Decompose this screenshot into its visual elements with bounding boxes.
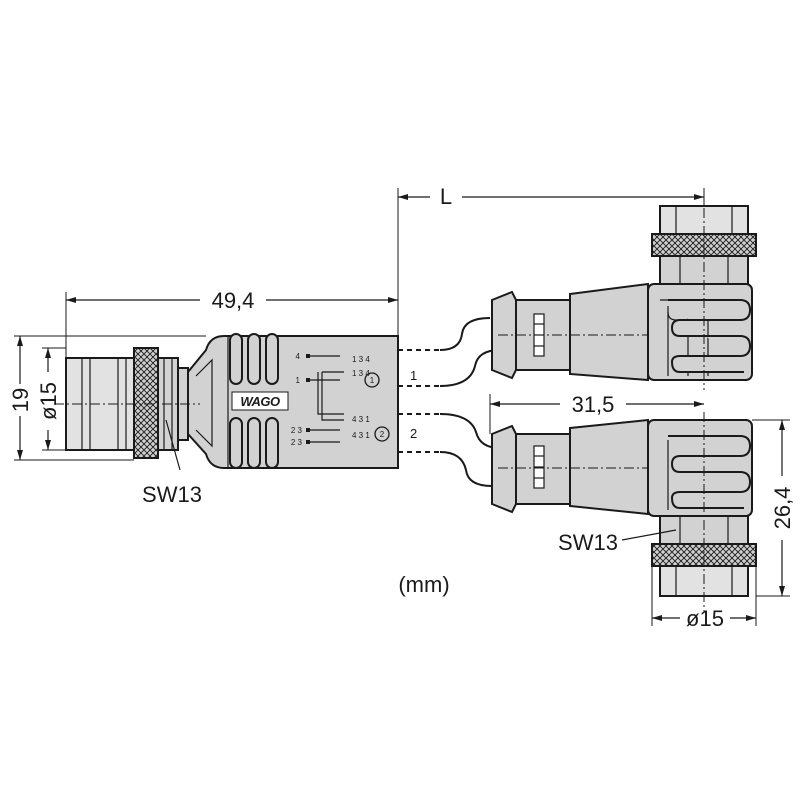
dimension-straight-wrench: SW13 xyxy=(142,419,202,507)
svg-text:1 3 4: 1 3 4 xyxy=(352,369,370,378)
strain-relief-2 xyxy=(491,424,517,514)
svg-text:1 3 4: 1 3 4 xyxy=(352,355,370,364)
dimension-19-label: 19 xyxy=(8,388,33,412)
dimension-31-label: 31,5 xyxy=(572,392,615,417)
port-2-label: 2 xyxy=(410,426,417,441)
angled-shell-1 xyxy=(569,282,649,382)
center-lines xyxy=(54,190,705,612)
svg-text:2: 2 xyxy=(380,430,385,439)
logo-plate xyxy=(231,391,289,411)
knurled-nut xyxy=(133,347,159,459)
angled-female-connector-1 xyxy=(491,205,757,382)
wrench-size-label-angled: SW13 xyxy=(558,530,618,555)
svg-text:1: 1 xyxy=(370,376,375,385)
dimension-length-L: L xyxy=(397,184,705,336)
dimension-angled-wrench: SW13 xyxy=(558,529,677,555)
dimension-straight-height: 19 xyxy=(8,335,206,461)
wago-logo: WAGO xyxy=(240,394,280,409)
dimension-d15-label: ø15 xyxy=(36,382,61,420)
dimension-angled-d15-label: ø15 xyxy=(686,606,724,631)
dimension-49-label: 49,4 xyxy=(212,288,255,313)
svg-text:4: 4 xyxy=(296,352,301,361)
angled-female-connector-2 xyxy=(491,418,757,597)
dimension-straight-diameter: ø15 xyxy=(36,347,66,451)
units-label: (mm) xyxy=(398,572,449,597)
splitter-body: WAGO 4 1 2 3 2 3 1 3 4 1 3 4 4 3 1 4 3 1… xyxy=(187,333,399,469)
angled-shell-2 xyxy=(569,418,649,516)
dimension-straight-length: 49,4 xyxy=(65,288,398,358)
cables: 1 2 xyxy=(398,317,501,487)
dimension-angled-height: 26,4 xyxy=(752,419,795,597)
svg-text:4 3 1: 4 3 1 xyxy=(352,431,370,440)
svg-text:4 3 1: 4 3 1 xyxy=(352,415,370,424)
dimension-L-label: L xyxy=(440,184,452,209)
svg-text:2 3: 2 3 xyxy=(291,426,303,435)
wrench-size-label-straight: SW13 xyxy=(142,482,202,507)
svg-text:2 3: 2 3 xyxy=(291,438,303,447)
svg-text:1: 1 xyxy=(296,376,301,385)
dimension-angled-diameter: ø15 xyxy=(651,566,757,631)
dimension-angled-length: 31,5 xyxy=(489,392,704,434)
channel-2-marker xyxy=(374,426,390,442)
straight-male-connector xyxy=(65,347,189,459)
pin-diagram: 4 1 2 3 2 3 1 3 4 1 3 4 4 3 1 4 3 1 1 2 xyxy=(291,352,390,447)
channel-1-marker xyxy=(364,372,380,388)
port-1-label: 1 xyxy=(410,368,417,383)
dimension-26-label: 26,4 xyxy=(770,487,795,530)
